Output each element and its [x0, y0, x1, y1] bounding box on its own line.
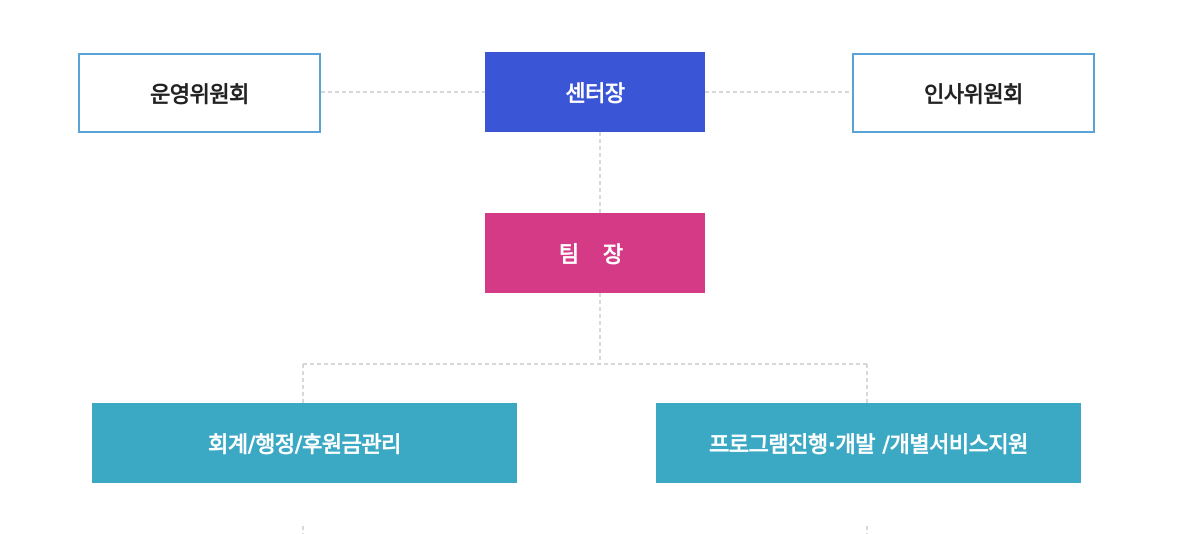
- center-director-box: 센터장: [485, 52, 705, 132]
- center-director-label: 센터장: [565, 82, 625, 107]
- program-dept-label: 프로그램진행·개발 /개별서비스지원: [709, 433, 1028, 458]
- program-dept-box: 프로그램진행·개발 /개별서비스지원: [656, 403, 1081, 483]
- operating-committee-label: 운영위원회: [150, 83, 249, 108]
- accounting-admin-dept-label: 회계/행정/후원금관리: [208, 433, 401, 458]
- personnel-committee-label: 인사위원회: [924, 83, 1023, 108]
- operating-committee-box: 운영위원회: [78, 53, 321, 133]
- team-lead-label: 팀 장: [558, 243, 632, 268]
- personnel-committee-box: 인사위원회: [852, 53, 1095, 133]
- accounting-admin-dept-box: 회계/행정/후원금관리: [92, 403, 517, 483]
- team-lead-box: 팀 장: [485, 213, 705, 293]
